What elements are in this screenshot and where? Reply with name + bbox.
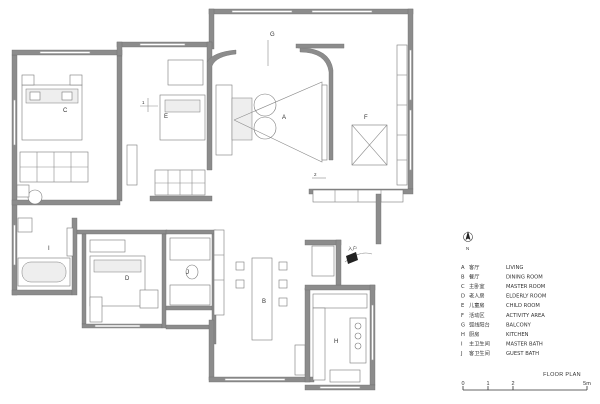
- scale-tick-1: 1: [486, 381, 489, 387]
- entrance: 入户: [344, 245, 373, 264]
- legend-cn-label: 主卧室: [469, 282, 485, 290]
- room-letters: A B C D E F G H I J: [48, 32, 368, 345]
- room-letter-h: H: [334, 339, 338, 345]
- legend-row: C 主卧室 MASTER ROOM: [461, 282, 545, 290]
- plan-title: FLOOR PLAN: [543, 372, 581, 378]
- scale-tick-0: 0: [461, 381, 464, 387]
- legend-row: D 老人房 ELDERLY ROOM: [461, 292, 546, 300]
- legend-key: A: [461, 265, 465, 271]
- legend-en-label: LIVING: [506, 265, 523, 271]
- dim-mark-1: 1: [142, 100, 145, 105]
- dim-mark-2: 2: [314, 172, 317, 177]
- legend-key: E: [461, 303, 464, 309]
- legend-row: F 活动区 ACTIVITY AREA: [461, 311, 545, 319]
- legend-en-label: BALCONY: [506, 322, 532, 328]
- legend-cn-label: 活动区: [469, 311, 485, 319]
- room-letter-a: A: [282, 115, 286, 121]
- room-letter-c: C: [63, 108, 68, 114]
- legend-row: A 客厅 LIVING: [461, 263, 523, 271]
- north-arrow-icon: [465, 231, 471, 240]
- furniture: [16, 59, 388, 383]
- legend-key: H: [461, 332, 465, 338]
- entrance-label: 入户: [348, 245, 357, 252]
- legend-cn-label: 客厅: [469, 263, 479, 271]
- legend-en-label: ELDERLY ROOM: [506, 294, 546, 300]
- legend-en-label: ACTIVITY AREA: [506, 313, 545, 319]
- scale-tick-5m: 5m: [583, 381, 591, 387]
- outer-walls: [11, 8, 414, 391]
- legend-row: H 厨房 KITCHEN: [461, 330, 529, 338]
- legend-cn-label: 主卫生间: [469, 339, 490, 347]
- room-letter-i: I: [48, 246, 50, 252]
- room-letter-f: F: [364, 115, 368, 121]
- legend-cn-label: 弧线阳台: [469, 320, 490, 328]
- dimension-marks: 1 2: [140, 40, 344, 179]
- legend-en-label: MASTER BATH: [506, 341, 543, 347]
- room-letter-j: J: [186, 270, 189, 276]
- legend-cn-label: 老人房: [469, 292, 485, 300]
- legend-en-label: CHILD ROOM: [506, 303, 540, 309]
- north-label: N: [466, 246, 469, 251]
- north-arrow: N: [463, 231, 473, 251]
- legend-row: B 餐厅 DINING ROOM: [461, 273, 543, 281]
- legend-key: I: [461, 341, 463, 347]
- legend-en-label: KITCHEN: [506, 332, 529, 338]
- legend-key: F: [461, 313, 464, 319]
- legend-key: B: [461, 275, 465, 281]
- legend-key: G: [461, 322, 465, 328]
- legend-row: J 客卫生间 GUEST BATH: [460, 349, 539, 357]
- legend-en-label: DINING ROOM: [506, 275, 543, 281]
- entrance-arrow-icon: [346, 252, 358, 264]
- scale-tick-2: 2: [511, 381, 514, 387]
- legend-key: J: [460, 351, 463, 357]
- legend-row: G 弧线阳台 BALCONY: [461, 320, 532, 328]
- legend-cn-label: 儿童房: [469, 301, 485, 309]
- scale-bar: 0 1 2 5m: [461, 381, 591, 391]
- room-letter-e: E: [164, 114, 168, 120]
- legend-en-label: GUEST BATH: [506, 351, 539, 357]
- room-letter-d: D: [125, 276, 130, 282]
- room-letter-b: B: [262, 299, 266, 305]
- legend-cn-label: 餐厅: [469, 273, 479, 281]
- legend-row: E 儿童房 CHILD ROOM: [461, 301, 540, 309]
- legend-key: D: [461, 294, 465, 300]
- legend-cn-label: 客卫生间: [469, 349, 490, 357]
- legend-row: I 主卫生间 MASTER BATH: [461, 339, 543, 347]
- legend-cn-label: 厨房: [469, 330, 479, 338]
- room-letter-g: G: [270, 32, 275, 38]
- legend-key: C: [461, 284, 465, 290]
- legend-en-label: MASTER ROOM: [506, 284, 545, 290]
